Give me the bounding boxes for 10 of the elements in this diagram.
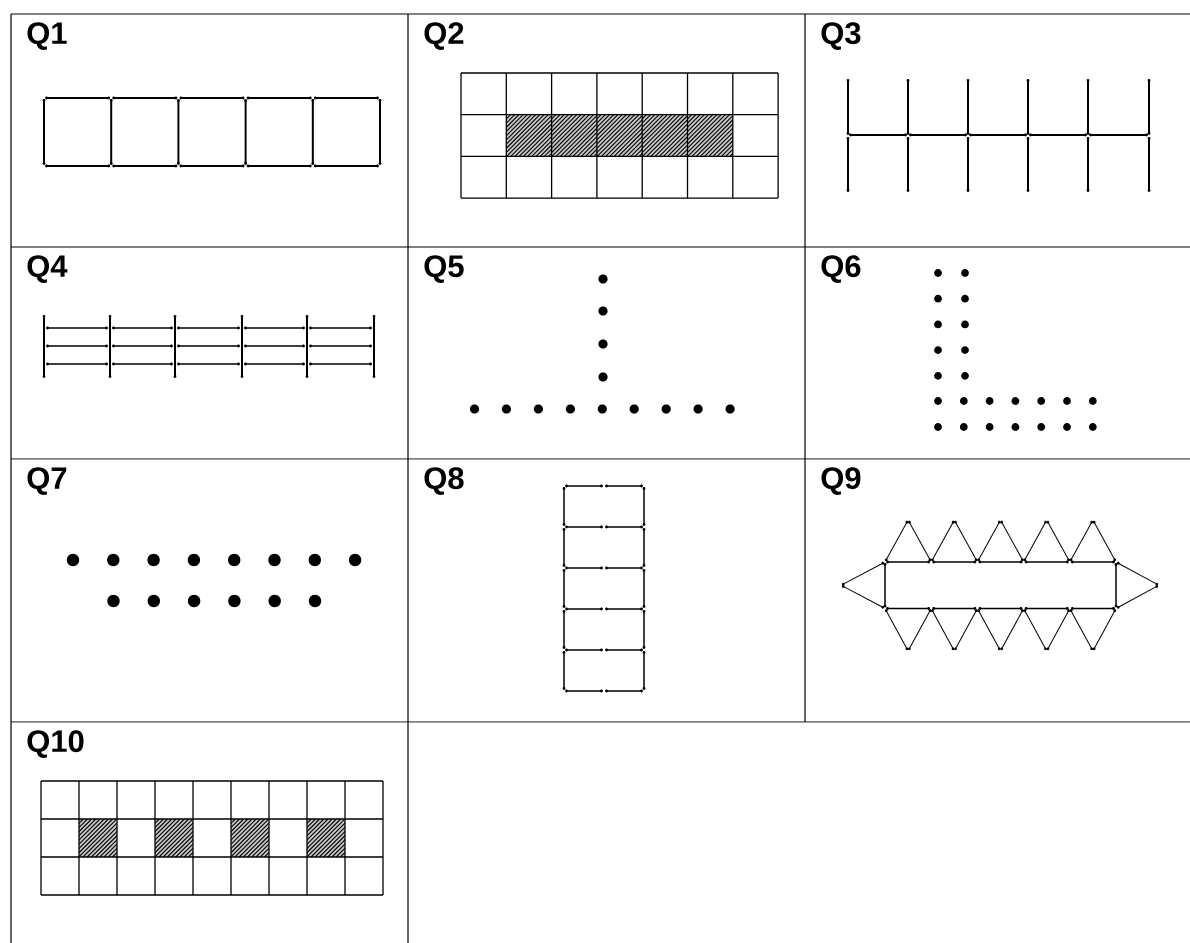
question-label: Q6 bbox=[821, 255, 861, 283]
question-label: Q7 bbox=[27, 467, 67, 495]
question-label: Q9 bbox=[821, 467, 861, 495]
question-label: Q10 bbox=[27, 730, 84, 758]
question-label: Q4 bbox=[27, 255, 68, 283]
question-label: Q8 bbox=[424, 467, 464, 495]
question-label: Q2 bbox=[424, 22, 464, 50]
question-label: Q3 bbox=[821, 22, 861, 50]
question-label: Q1 bbox=[27, 22, 67, 50]
question-label: Q5 bbox=[424, 255, 464, 283]
